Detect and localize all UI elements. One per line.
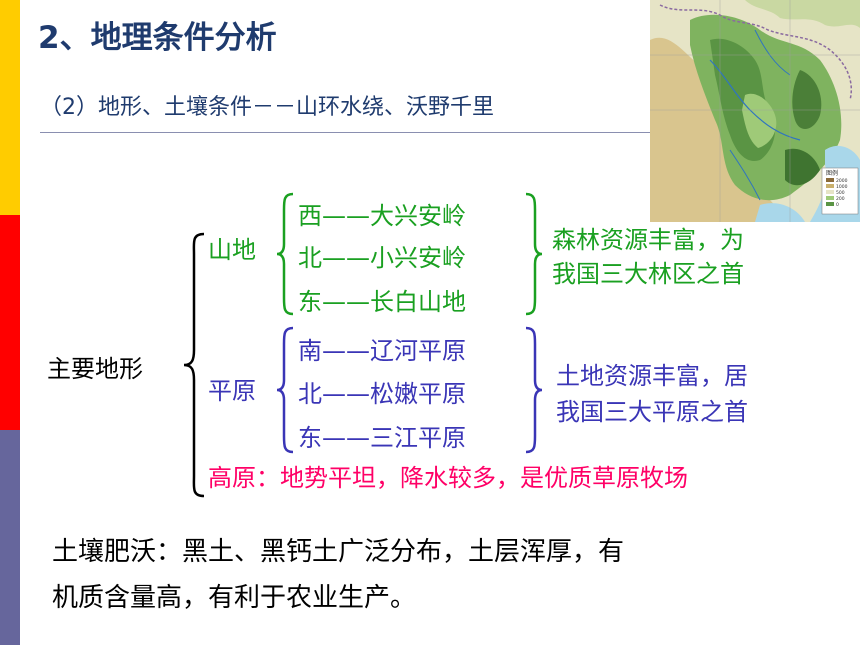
plains-note-line1: 土地资源丰富，居 bbox=[556, 362, 748, 390]
mountain-item-west: 西——大兴安岭 bbox=[298, 202, 466, 230]
slide-title: 2、地理条件分析 bbox=[38, 20, 277, 56]
plateau-line: 高原：地势平坦，降水较多，是优质草原牧场 bbox=[208, 464, 688, 492]
root-label-main-landforms: 主要地形 bbox=[47, 355, 143, 383]
northeast-china-relief-map: 图例 2000 1000 500 200 0 bbox=[650, 0, 860, 222]
mountains-left-brace bbox=[276, 192, 294, 316]
map-legend-item: 200 bbox=[836, 196, 845, 202]
map-legend-item: 2000 bbox=[836, 178, 848, 184]
mountains-note-line2: 我国三大林区之首 bbox=[552, 260, 744, 288]
map-legend-item: 1000 bbox=[836, 184, 848, 190]
mountain-item-north: 北——小兴安岭 bbox=[298, 244, 466, 272]
mountains-right-brace bbox=[525, 192, 543, 316]
title-divider bbox=[40, 132, 650, 133]
slide-subtitle: （2）地形、土壤条件－－山环水绕、沃野千里 bbox=[40, 95, 494, 120]
plains-note-line2: 我国三大平原之首 bbox=[556, 398, 748, 426]
map-legend-title: 图例 bbox=[826, 169, 838, 177]
soil-line1: 土壤肥沃：黑土、黑钙土广泛分布，土层浑厚，有 bbox=[52, 537, 625, 567]
mountains-label: 山地 bbox=[208, 236, 256, 264]
plains-label: 平原 bbox=[208, 377, 256, 405]
accent-bar-purple bbox=[0, 430, 20, 645]
plain-item-north: 北——松嫩平原 bbox=[298, 380, 466, 408]
mountain-item-east: 东——长白山地 bbox=[298, 288, 466, 316]
plain-item-east: 东——三江平原 bbox=[298, 424, 466, 452]
plain-item-south: 南——辽河平原 bbox=[298, 337, 466, 365]
relief-map-graphic: 图例 2000 1000 500 200 0 bbox=[650, 0, 860, 222]
plains-right-brace bbox=[525, 326, 543, 454]
accent-bar-red bbox=[0, 215, 20, 430]
map-legend-item: 500 bbox=[836, 190, 845, 196]
map-legend-item: 0 bbox=[836, 202, 839, 208]
mountains-note-line1: 森林资源丰富，为 bbox=[552, 226, 744, 254]
plains-left-brace bbox=[276, 326, 294, 454]
soil-line2: 机质含量高，有利于农业生产。 bbox=[52, 583, 417, 613]
accent-bar-yellow bbox=[0, 0, 20, 215]
outer-brace bbox=[183, 232, 205, 498]
